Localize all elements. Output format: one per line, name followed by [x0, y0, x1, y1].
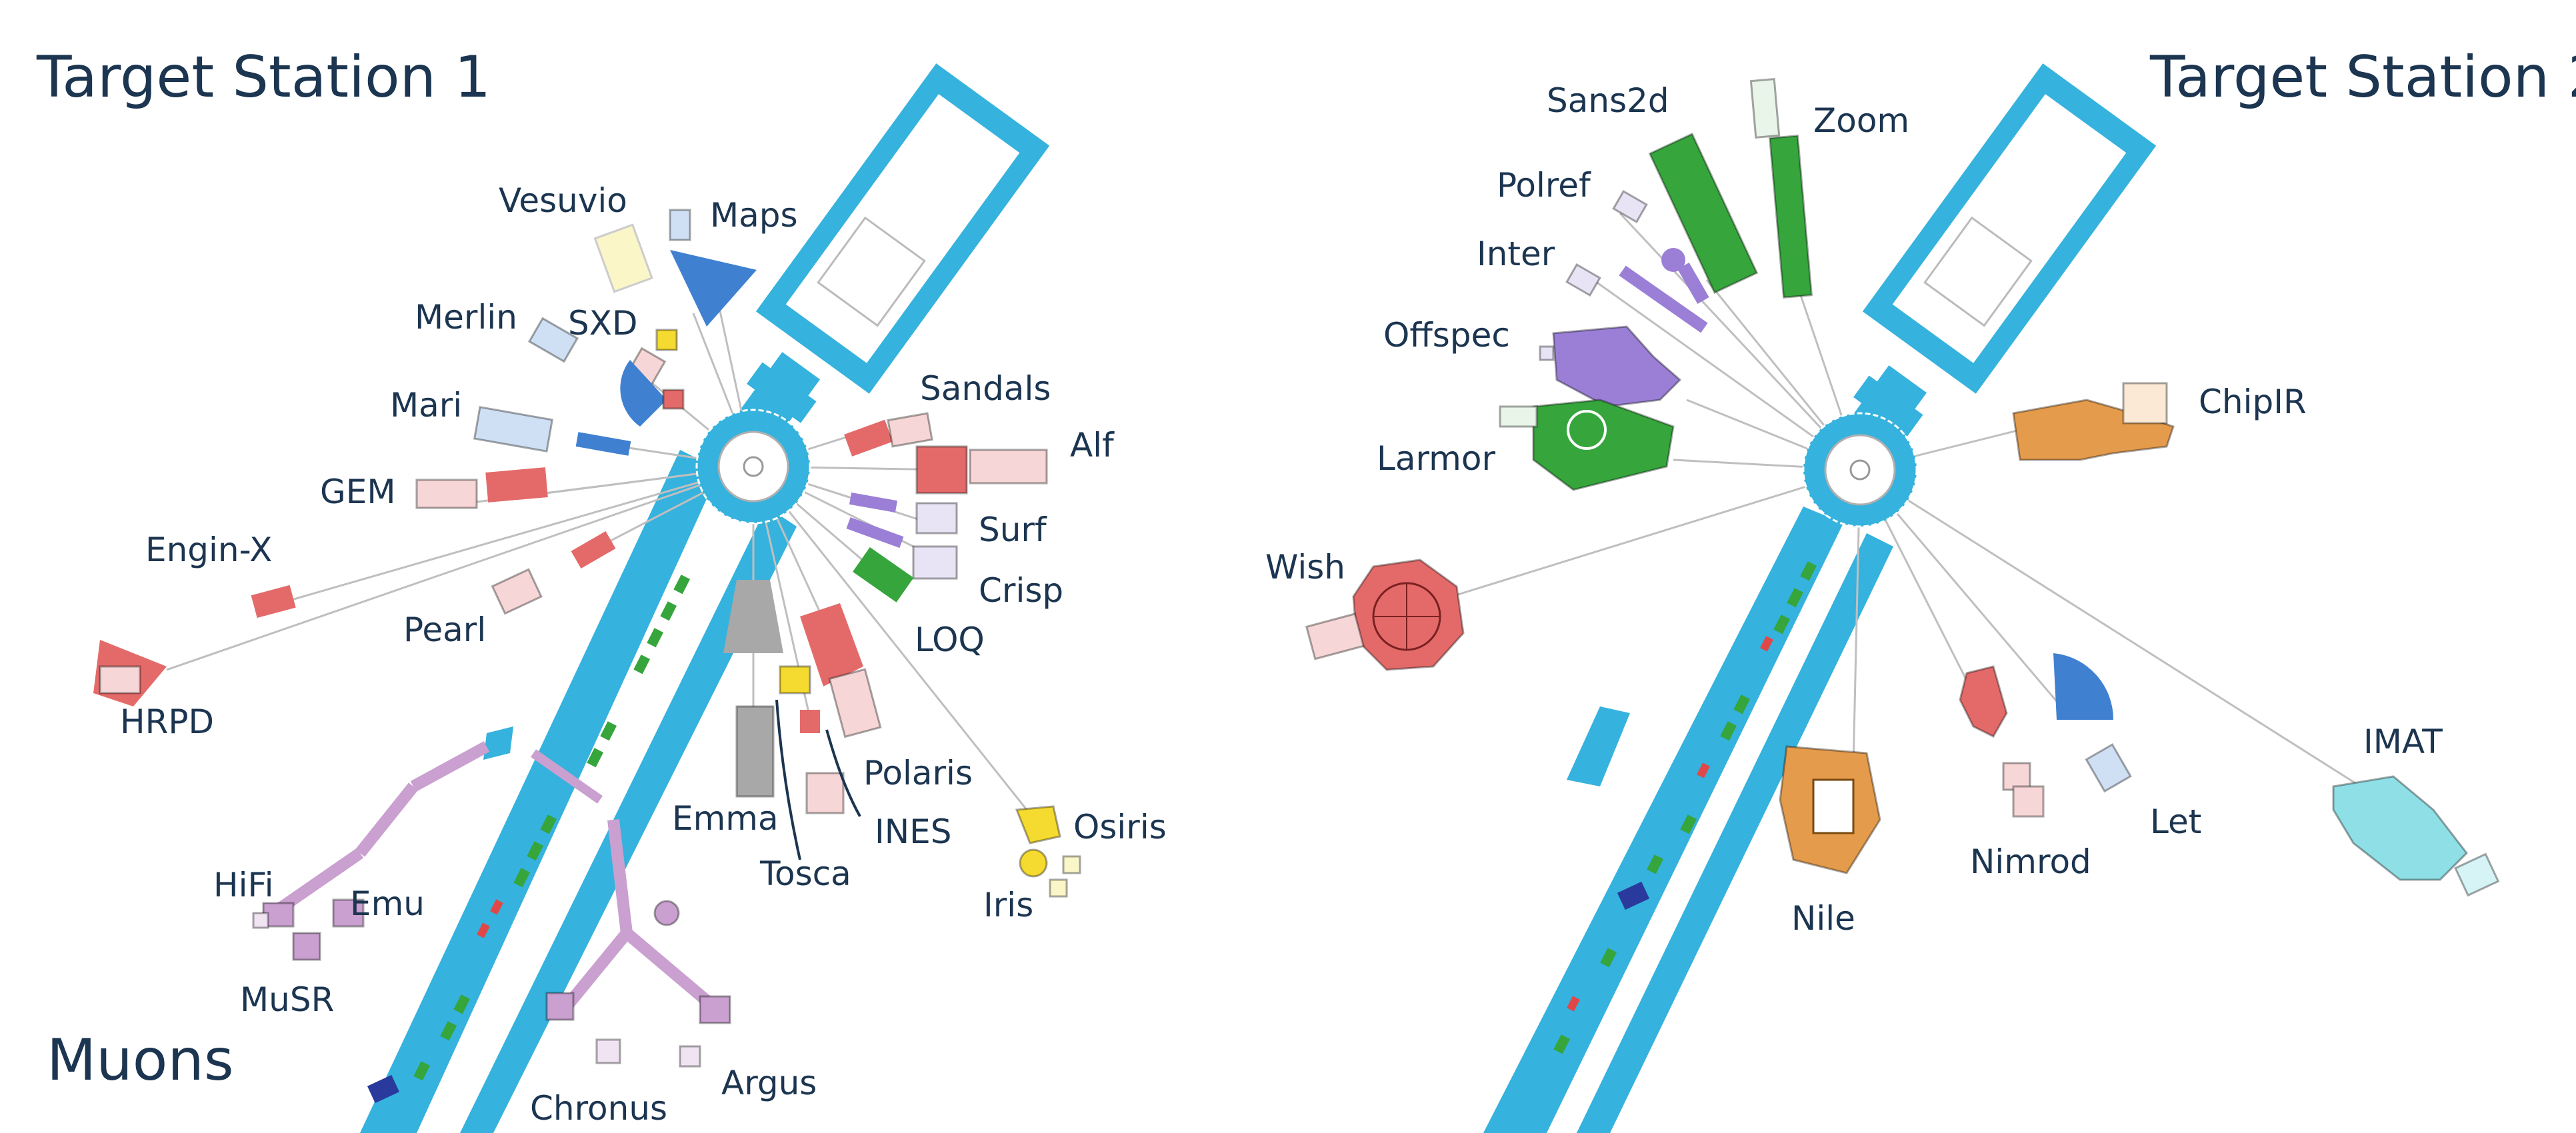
alf-instrument[interactable]	[915, 445, 1048, 495]
imat-instrument[interactable]	[2332, 775, 2500, 897]
ts1-beamline-corridor	[360, 450, 720, 1133]
chipir-instrument[interactable]	[2012, 382, 2175, 461]
label-sandals[interactable]: Sandals	[920, 369, 1051, 408]
sxd-instrument[interactable]	[620, 360, 685, 427]
tosca-instrument[interactable]	[779, 665, 811, 694]
label-crisp[interactable]: Crisp	[979, 571, 1063, 610]
label-musr[interactable]: MuSR	[240, 980, 334, 1019]
hrpd-instrument[interactable]	[93, 640, 167, 706]
pearl-instrument[interactable]	[491, 568, 543, 615]
ts1-navy-block	[367, 1074, 400, 1104]
label-iris[interactable]: Iris	[983, 886, 1033, 924]
label-tosca[interactable]: Tosca	[759, 854, 851, 893]
target-station-1	[93, 63, 1081, 1133]
ts2-beamline-stub	[1567, 706, 1630, 786]
crisp-instrument[interactable]	[846, 517, 958, 580]
osiris-instrument[interactable]	[1015, 805, 1081, 898]
emma-instrument[interactable]	[723, 580, 783, 798]
vesuvio-instrument[interactable]	[593, 223, 678, 351]
label-emma[interactable]: Emma	[672, 799, 779, 838]
label-emu[interactable]: Emu	[350, 884, 425, 923]
tosca-pointer-arrow	[775, 699, 801, 860]
label-vesuvio[interactable]: Vesuvio	[499, 181, 627, 220]
ts1-beamline-magnets	[413, 574, 691, 1081]
label-osiris[interactable]: Osiris	[1073, 808, 1167, 846]
label-mari[interactable]: Mari	[390, 386, 462, 425]
label-surf[interactable]: Surf	[979, 511, 1047, 549]
maps-instrument[interactable]	[669, 209, 757, 327]
labels: Target Station 1 Target Station 2 Muons …	[36, 44, 2576, 1128]
loq-instrument[interactable]	[853, 547, 914, 602]
let-instrument[interactable]	[2053, 653, 2132, 793]
label-let[interactable]: Let	[2150, 802, 2201, 841]
label-zoom[interactable]: Zoom	[1813, 101, 1909, 140]
label-nimrod[interactable]: Nimrod	[1970, 842, 2091, 881]
muons-title: Muons	[47, 1027, 234, 1094]
polaris-instrument[interactable]	[800, 603, 882, 814]
argus-instrument[interactable]	[653, 900, 731, 1068]
ts2-target-center	[1849, 459, 1871, 481]
ts1-beamline-corridor-inner	[460, 507, 797, 1133]
muon-beamline	[269, 726, 717, 1011]
nile-instrument[interactable]	[1779, 745, 1881, 874]
label-chronus[interactable]: Chronus	[530, 1089, 667, 1128]
label-merlin[interactable]: Merlin	[415, 298, 517, 337]
zoom-instrument[interactable]	[1749, 77, 1813, 299]
label-gem[interactable]: GEM	[320, 473, 395, 511]
label-loq[interactable]: LOQ	[915, 620, 985, 659]
emu-instrument[interactable]	[332, 898, 365, 928]
label-maps[interactable]: Maps	[710, 196, 798, 235]
hifi-instrument[interactable]	[252, 902, 295, 929]
label-sxd[interactable]: SXD	[568, 304, 638, 343]
polref-instrument[interactable]	[1612, 189, 1709, 304]
ts2-beamline-magnets	[1553, 561, 1817, 1054]
wish-instrument[interactable]	[1305, 559, 1465, 671]
pointer-arrows	[775, 699, 861, 860]
label-argus[interactable]: Argus	[721, 1064, 817, 1102]
ts2-beamline-red-markers	[1567, 636, 1773, 1012]
label-pearl[interactable]: Pearl	[403, 610, 486, 649]
label-hifi[interactable]: HiFi	[213, 866, 274, 904]
label-polaris[interactable]: Polaris	[863, 754, 973, 792]
label-alf[interactable]: Alf	[1070, 426, 1115, 465]
target-station-2	[1305, 63, 2500, 1133]
label-inter[interactable]: Inter	[1477, 235, 1555, 273]
label-imat[interactable]: IMAT	[2363, 722, 2443, 761]
nimrod-instrument[interactable]	[1959, 665, 2045, 818]
ts1-beamline-red-markers	[477, 899, 503, 938]
label-sans2d[interactable]: Sans2d	[1547, 81, 1669, 120]
sandals-instrument[interactable]	[844, 412, 933, 457]
offspec-instrument[interactable]	[1539, 325, 1682, 408]
ts2-navy-block	[1617, 881, 1650, 910]
ts1-target-hall	[755, 63, 1050, 394]
label-engin-x[interactable]: Engin-X	[145, 531, 272, 569]
sans2d-instrument[interactable]	[1648, 132, 1759, 295]
musr-instrument[interactable]	[292, 932, 321, 961]
label-hrpd[interactable]: HRPD	[120, 702, 214, 741]
ts2-title: Target Station 2	[2149, 44, 2576, 111]
ts2-beamline-corridor	[1483, 507, 1843, 1133]
ts1-title: Target Station 1	[36, 44, 491, 111]
label-offspec[interactable]: Offspec	[1383, 316, 1510, 355]
label-wish[interactable]: Wish	[1265, 548, 1345, 586]
label-chipir[interactable]: ChipIR	[2199, 383, 2307, 421]
inter-instrument[interactable]	[1565, 263, 1708, 333]
chronus-instrument[interactable]	[545, 992, 621, 1064]
surf-instrument[interactable]	[849, 493, 958, 535]
label-polref[interactable]: Polref	[1497, 166, 1591, 205]
larmor-instrument[interactable]	[1499, 399, 1675, 491]
mari-instrument[interactable]	[473, 406, 631, 456]
ts2-beamline-corridor-inner	[1577, 533, 1893, 1133]
label-nile[interactable]: Nile	[1791, 899, 1855, 938]
engin-x-instrument[interactable]	[251, 531, 616, 618]
gem-instrument[interactable]	[415, 467, 548, 509]
label-ines[interactable]: INES	[875, 812, 951, 851]
label-larmor[interactable]: Larmor	[1377, 439, 1495, 478]
ines-pointer-arrow	[825, 729, 861, 817]
ts2-target-hall	[1862, 63, 2157, 394]
ts1-target-center	[743, 456, 764, 477]
